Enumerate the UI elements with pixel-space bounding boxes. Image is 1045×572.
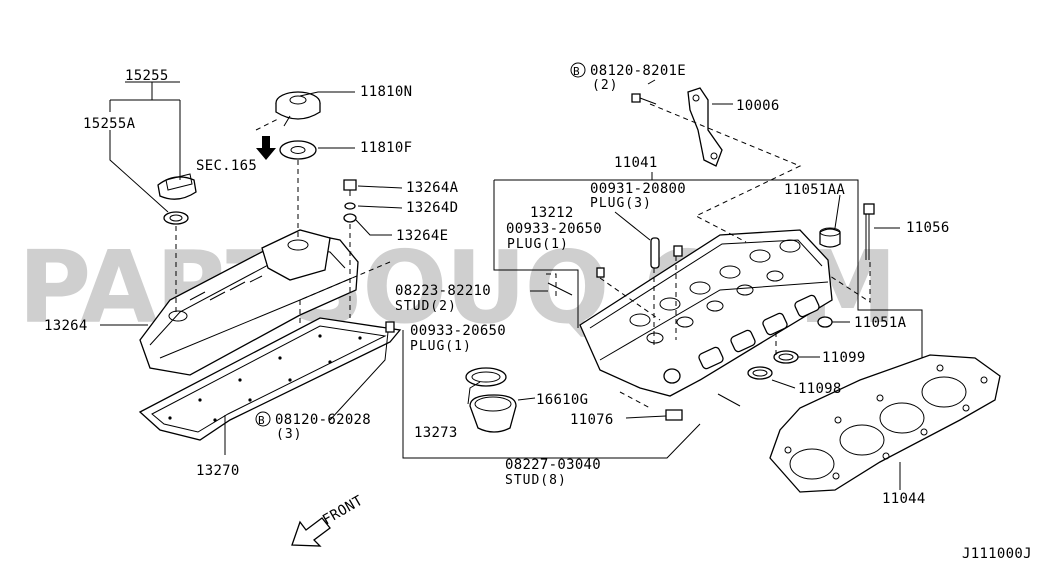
label-15255: 15255 (125, 68, 169, 84)
cap-11076 (665, 409, 683, 421)
label-10006: 10006 (736, 98, 780, 114)
cap-11051aa (819, 227, 841, 248)
seal-11098 (747, 366, 773, 380)
cylinder-head-11041 (579, 229, 833, 397)
sub-00931-20800: PLUG(3) (590, 196, 652, 211)
oil-filler-cap-15255 (157, 173, 197, 225)
stud-08223-82210 (547, 282, 573, 296)
bolt-11056 (863, 203, 875, 260)
stud-08227-03040 (717, 393, 741, 407)
front-arrow-icon (291, 517, 331, 547)
sub-08223-82210: STUD(2) (395, 299, 457, 314)
label-11051a: 11051A (854, 315, 907, 331)
bolt-08120-8201e (631, 93, 657, 105)
label-11810n: 11810N (360, 84, 412, 100)
label-13273: 13273 (414, 425, 458, 441)
label-11076: 11076 (570, 412, 614, 428)
gasket-13270 (138, 317, 402, 441)
bolt-marker-icon (255, 411, 271, 427)
head-gasket-11044 (769, 354, 1001, 493)
label-16610g: 16610G (536, 392, 588, 408)
guide-16610g (469, 394, 517, 433)
sec-165-arrow-icon (256, 136, 276, 160)
breather-valve-11810f (279, 140, 317, 160)
label-11099: 11099 (822, 350, 866, 366)
bolt-marker-letter: B (258, 414, 265, 427)
seal-11099 (773, 350, 799, 364)
cap-11051a (817, 316, 833, 328)
breather-cap-11810n (275, 91, 321, 127)
label-11041: 11041 (614, 155, 658, 171)
plug-00931-20800 (673, 245, 683, 257)
bolt-08120-62028 (385, 321, 395, 333)
label-15255a: 15255A (83, 116, 136, 132)
label-13264e: 13264E (396, 228, 448, 244)
bracket-10006 (687, 87, 723, 167)
label-11044: 11044 (882, 491, 926, 507)
sub-00933-20650-b: PLUG(1) (410, 339, 472, 354)
bolt-marker-icon-2 (570, 62, 586, 78)
label-13270: 13270 (196, 463, 240, 479)
qty-08120-8201e: (2) (592, 78, 618, 93)
label-13264a: 13264A (406, 180, 459, 196)
label-11051aa: 11051AA (784, 182, 845, 198)
dowel-13212 (650, 237, 660, 269)
label-00931-20800: 00931-20800 (590, 181, 686, 197)
label-11056: 11056 (906, 220, 950, 236)
label-00933-20650-b: 00933-20650 (410, 323, 506, 339)
rocker-cover-13264 (139, 229, 359, 376)
label-13212: 13212 (530, 205, 574, 221)
label-00933-20650-a: 00933-20650 (506, 221, 602, 237)
qty-08120-62028: (3) (276, 427, 302, 442)
label-08223-82210: 08223-82210 (395, 283, 491, 299)
label-08120-8201e: 08120-8201E (590, 63, 686, 79)
front-label: FRONT (320, 493, 366, 529)
seal-13273 (465, 367, 507, 387)
diagram-code: J111000J (962, 546, 1032, 562)
sub-08227-03040: STUD(8) (505, 473, 567, 488)
label-13264d: 13264D (406, 200, 458, 216)
bolt-marker-letter-2: B (573, 65, 580, 78)
label-08120-62028: 08120-62028 (275, 412, 371, 428)
plug-00933-20650-top (596, 267, 605, 278)
label-13264: 13264 (44, 318, 88, 334)
label-11810f: 11810F (360, 140, 412, 156)
bolt-13264a-washer-13264d-seal-13264e (343, 179, 357, 223)
label-08227-03040: 08227-03040 (505, 457, 601, 473)
sub-00933-20650-a: PLUG(1) (507, 237, 569, 252)
label-11098: 11098 (798, 381, 842, 397)
sec-ref-label: SEC.165 (196, 158, 257, 174)
